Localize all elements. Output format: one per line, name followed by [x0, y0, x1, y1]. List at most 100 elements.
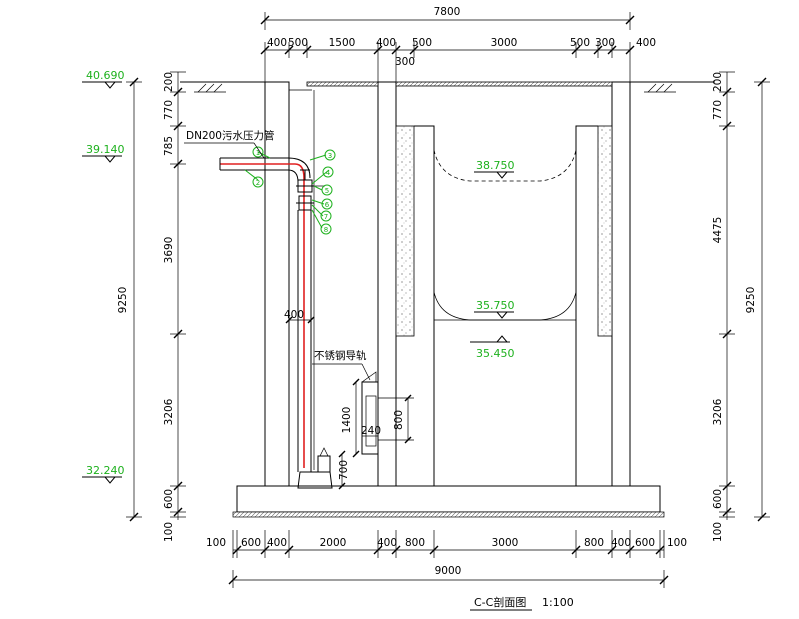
sump-box — [361, 381, 379, 455]
base-slab — [236, 485, 661, 513]
svg-text:600: 600 — [163, 489, 175, 509]
tank-wall-left — [414, 125, 435, 486]
svg-text:9000: 9000 — [435, 565, 462, 577]
svg-text:5: 5 — [325, 187, 329, 195]
svg-text:500: 500 — [570, 37, 590, 49]
level-water-high: 38.750 — [474, 159, 515, 179]
svg-text:400: 400 — [284, 309, 304, 321]
level-pipe-inlet: 39.140 — [82, 143, 125, 163]
svg-text:3206: 3206 — [712, 398, 724, 425]
level-top-left: 40.690 — [82, 69, 125, 89]
svg-text:400: 400 — [267, 37, 287, 49]
callout-7: 7 — [320, 210, 332, 222]
svg-text:770: 770 — [163, 100, 175, 120]
svg-text:9250: 9250 — [745, 287, 757, 314]
callout-6: 6 — [321, 198, 333, 210]
svg-text:500: 500 — [412, 37, 432, 49]
svg-text:100: 100 — [163, 522, 175, 542]
annotations: DN200污水压力管 不锈钢导轨 — [184, 129, 371, 381]
svg-text:600: 600 — [712, 489, 724, 509]
top-dimensions: 7800 400 500 1500 — [260, 6, 656, 82]
tank-wall-right — [575, 125, 598, 486]
svg-text:500: 500 — [288, 37, 308, 49]
svg-text:32.240: 32.240 — [86, 464, 125, 477]
svg-text:40.690: 40.690 — [86, 69, 125, 82]
callout-5: 5 — [321, 184, 333, 196]
filter-layer-right — [597, 125, 613, 337]
svg-text:200: 200 — [712, 72, 724, 92]
svg-text:7: 7 — [324, 213, 328, 221]
svg-text:3000: 3000 — [491, 37, 518, 49]
scale-text: 1:100 — [542, 596, 574, 609]
svg-text:1400: 1400 — [341, 407, 353, 434]
svg-text:1: 1 — [256, 149, 260, 157]
svg-text:39.140: 39.140 — [86, 143, 125, 156]
structure — [232, 81, 665, 518]
svg-text:400: 400 — [267, 537, 287, 549]
callout-1: 1 — [252, 146, 264, 158]
roof-slab-right — [395, 81, 613, 87]
svg-text:3206: 3206 — [163, 398, 175, 425]
svg-text:400: 400 — [636, 37, 656, 49]
svg-text:770: 770 — [712, 100, 724, 120]
bottom-dimensions: 100 600 400 2000 400 800 3000 800 400 60… — [206, 530, 687, 588]
svg-text:785: 785 — [163, 136, 175, 156]
callout-3: 3 — [324, 149, 336, 161]
svg-text:35.750: 35.750 — [476, 299, 515, 312]
bedding-layer — [232, 511, 665, 518]
left-outer-wall — [264, 81, 290, 487]
svg-text:6: 6 — [325, 201, 330, 209]
svg-text:35.450: 35.450 — [476, 347, 515, 360]
level-marks: 40.690 39.140 32.240 38.750 35.750 — [82, 69, 515, 484]
svg-text:800: 800 — [393, 410, 405, 430]
svg-text:1500: 1500 — [329, 37, 356, 49]
svg-text:8: 8 — [324, 226, 328, 234]
guide-rail-label: 不锈钢导轨 — [314, 349, 367, 362]
svg-text:700: 700 — [338, 460, 350, 480]
svg-text:400: 400 — [611, 537, 631, 549]
svg-text:2000: 2000 — [320, 537, 347, 549]
svg-text:800: 800 — [584, 537, 604, 549]
svg-text:600: 600 — [635, 537, 655, 549]
svg-text:9250: 9250 — [117, 287, 129, 314]
svg-text:200: 200 — [163, 72, 175, 92]
level-bottom: 32.240 — [82, 464, 125, 484]
right-dimensions: 9250 200 770 4475 3206 600 100 — [712, 71, 770, 542]
svg-text:3: 3 — [328, 152, 332, 160]
callouts: 1 2 3 4 5 6 7 8 — [244, 146, 336, 235]
svg-text:240: 240 — [361, 425, 381, 437]
drawing-title: C-C剖面图 1:100 — [470, 595, 574, 611]
svg-text:800: 800 — [405, 537, 425, 549]
filter-layer-left — [395, 125, 415, 337]
svg-text:7800: 7800 — [434, 6, 461, 18]
svg-text:300: 300 — [395, 56, 415, 68]
roof-slab-left — [306, 81, 379, 87]
svg-text:600: 600 — [241, 537, 261, 549]
right-outer-wall — [611, 81, 631, 487]
svg-text:100: 100 — [206, 537, 226, 549]
svg-text:100: 100 — [712, 522, 724, 542]
svg-text:400: 400 — [376, 37, 396, 49]
svg-text:38.750: 38.750 — [476, 159, 515, 172]
level-water-low: 35.750 — [474, 299, 515, 319]
svg-text:400: 400 — [377, 537, 397, 549]
pressure-pipe — [219, 90, 333, 489]
water-surface-low — [433, 291, 577, 321]
svg-text:4: 4 — [326, 169, 331, 177]
svg-text:2: 2 — [256, 179, 260, 187]
ground — [180, 81, 715, 93]
svg-text:4475: 4475 — [712, 217, 724, 244]
svg-text:3690: 3690 — [163, 237, 175, 264]
level-water-stop: 35.450 — [470, 335, 515, 360]
callout-4: 4 — [322, 166, 334, 178]
pressure-pipe-label: DN200污水压力管 — [186, 129, 274, 142]
callout-8: 8 — [320, 223, 332, 235]
svg-text:3000: 3000 — [492, 537, 519, 549]
title-text: C-C剖面图 — [474, 595, 526, 609]
left-dimensions: 9250 200 770 785 3690 3206 600 100 — [117, 71, 186, 542]
internal-dimensions: 400 1400 700 240 800 — [284, 309, 414, 490]
water-surface-high — [433, 149, 577, 182]
callout-2: 2 — [252, 176, 264, 188]
svg-text:300: 300 — [595, 37, 615, 49]
